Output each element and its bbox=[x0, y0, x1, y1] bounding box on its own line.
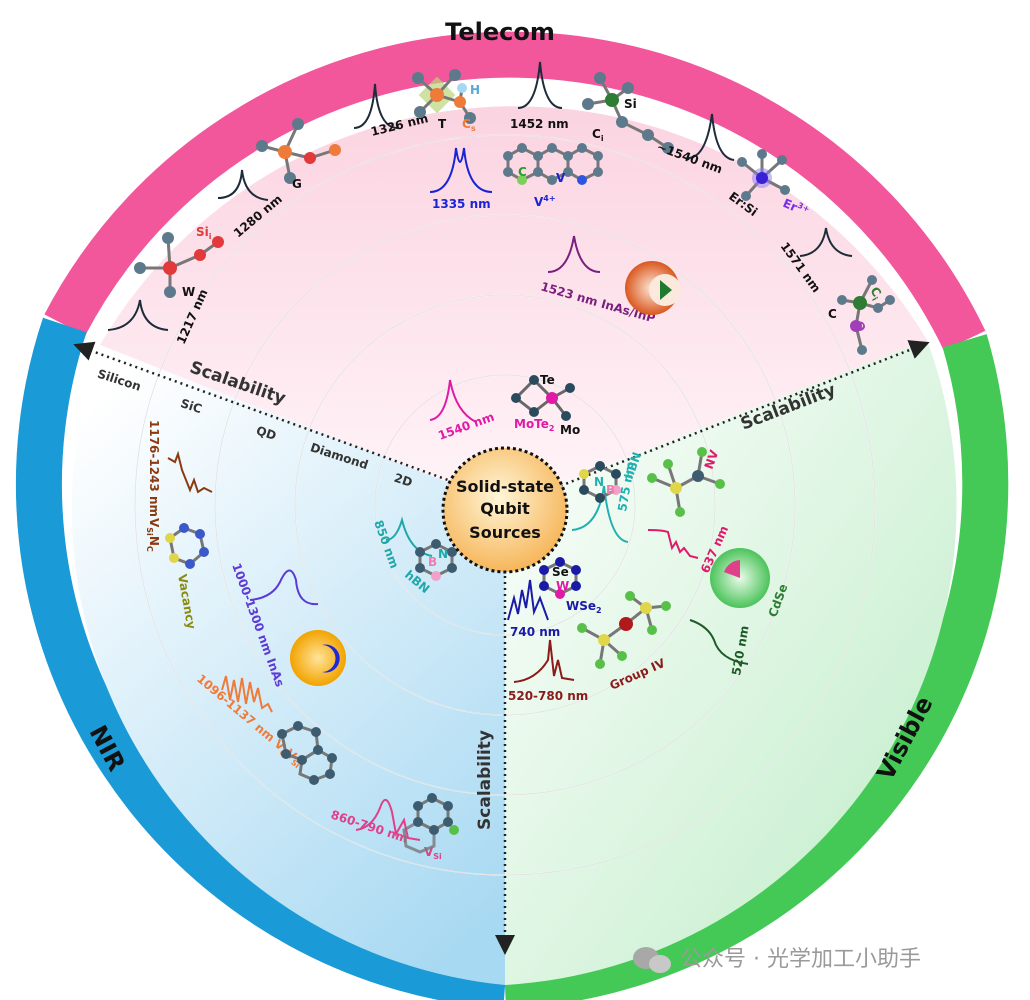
label-wse2: WSe2 bbox=[566, 599, 602, 615]
spectrum-1326 bbox=[353, 83, 399, 129]
label-1452nm: 1452 nm bbox=[510, 117, 569, 131]
label-vsinc: VSiNC bbox=[145, 518, 161, 552]
center-circle bbox=[441, 446, 569, 574]
scalability-arrow-right bbox=[554, 340, 930, 490]
vcvsi-molecule bbox=[277, 721, 337, 785]
center-line-3: Sources bbox=[469, 523, 541, 542]
scalability-label-down: Scalability bbox=[475, 730, 495, 830]
spectrum-1217 bbox=[107, 299, 169, 331]
wechat-icon bbox=[633, 947, 671, 973]
label-b-nir: B bbox=[428, 555, 437, 569]
spectrum-520 bbox=[689, 619, 749, 665]
mote2-molecule bbox=[511, 375, 575, 421]
nir-ring-segment bbox=[15, 317, 507, 1000]
vsi-molecule bbox=[402, 793, 459, 854]
label-c-v4: C bbox=[518, 165, 527, 179]
label-v4: V4+ bbox=[534, 194, 556, 209]
label-g: G bbox=[292, 177, 302, 191]
inas-inp-dot bbox=[625, 261, 681, 315]
group-iv-molecule bbox=[577, 591, 671, 669]
spectrum-1571 bbox=[799, 227, 853, 257]
g-center-molecule bbox=[256, 118, 341, 184]
label-1176-1243nm: 1176-1243 nm bbox=[147, 420, 161, 517]
label-vsi: VSi bbox=[424, 845, 442, 861]
label-nv: NV bbox=[702, 447, 722, 471]
er-si-molecule bbox=[737, 149, 790, 201]
spectrum-637 bbox=[647, 529, 699, 559]
telecom-sector bbox=[100, 106, 927, 505]
label-1335nm: 1335 nm bbox=[432, 197, 491, 211]
nir-sector bbox=[71, 345, 505, 985]
v4-molecule bbox=[503, 143, 603, 185]
telecom-label: Telecom bbox=[445, 18, 555, 46]
spectrum-1540-er bbox=[687, 113, 735, 161]
ci-molecule bbox=[582, 72, 674, 154]
label-mote2: MoTe2 bbox=[514, 417, 555, 433]
label-h: H bbox=[470, 83, 480, 97]
spectrum-575 bbox=[571, 485, 629, 543]
spectrum-740 bbox=[507, 579, 549, 621]
spectrum-1523 bbox=[547, 235, 601, 273]
label-740nm: 740 nm bbox=[510, 625, 560, 639]
center-line-2: Qubit bbox=[480, 499, 530, 518]
wse2-molecule bbox=[539, 557, 581, 599]
label-si: Si bbox=[624, 97, 637, 111]
spectrum-1000-1300 bbox=[249, 569, 319, 606]
label-520-780nm: 520-780 nm bbox=[508, 689, 588, 703]
spectrum-1335 bbox=[429, 147, 493, 193]
c-center-molecule bbox=[837, 275, 895, 355]
label-n-vis: N bbox=[594, 475, 604, 489]
hbn-molecule-nir bbox=[415, 539, 457, 581]
spectrum-860-790 bbox=[355, 799, 421, 841]
watermark-text: 公众号 · 光学加工小助手 bbox=[680, 947, 921, 972]
label-b-vis: B bbox=[606, 483, 615, 497]
cdse-dot bbox=[710, 548, 770, 608]
nv-molecule bbox=[647, 447, 725, 517]
label-te: Te bbox=[540, 373, 555, 387]
label-si-i: Sii bbox=[196, 225, 212, 241]
spectrum-1452 bbox=[517, 61, 563, 109]
spectrum-520-780 bbox=[513, 639, 575, 683]
t-center-molecule bbox=[412, 69, 476, 124]
label-mo: Mo bbox=[560, 423, 580, 437]
label-t: T bbox=[438, 117, 447, 131]
label-cs: Cs bbox=[462, 117, 476, 133]
label-ci: Ci bbox=[592, 127, 604, 143]
visible-sector bbox=[505, 340, 957, 985]
center-line-1: Solid-state bbox=[456, 477, 554, 496]
w-center-molecule bbox=[134, 232, 224, 298]
hbn-molecule-vis bbox=[579, 461, 621, 503]
spectrum-1540-mote2 bbox=[429, 379, 477, 423]
layer-qd: QD bbox=[254, 423, 278, 443]
label-w: W bbox=[182, 285, 195, 299]
inas-dot bbox=[290, 630, 346, 686]
telecom-ring-segment bbox=[44, 31, 986, 351]
spectrum-1176-1243 bbox=[167, 450, 213, 494]
layer-2d: 2D bbox=[392, 471, 414, 490]
label-c: C bbox=[828, 307, 837, 321]
layer-sic: SiC bbox=[179, 396, 204, 416]
spectrum-1096-1137 bbox=[221, 675, 273, 713]
label-v-atom: V bbox=[556, 171, 566, 185]
label-n-nir: N bbox=[438, 547, 448, 561]
spectrum-1280 bbox=[217, 169, 269, 201]
vacancy-molecule bbox=[165, 523, 209, 569]
label-se: Se bbox=[552, 565, 569, 579]
label-w-atom: W bbox=[556, 579, 569, 593]
